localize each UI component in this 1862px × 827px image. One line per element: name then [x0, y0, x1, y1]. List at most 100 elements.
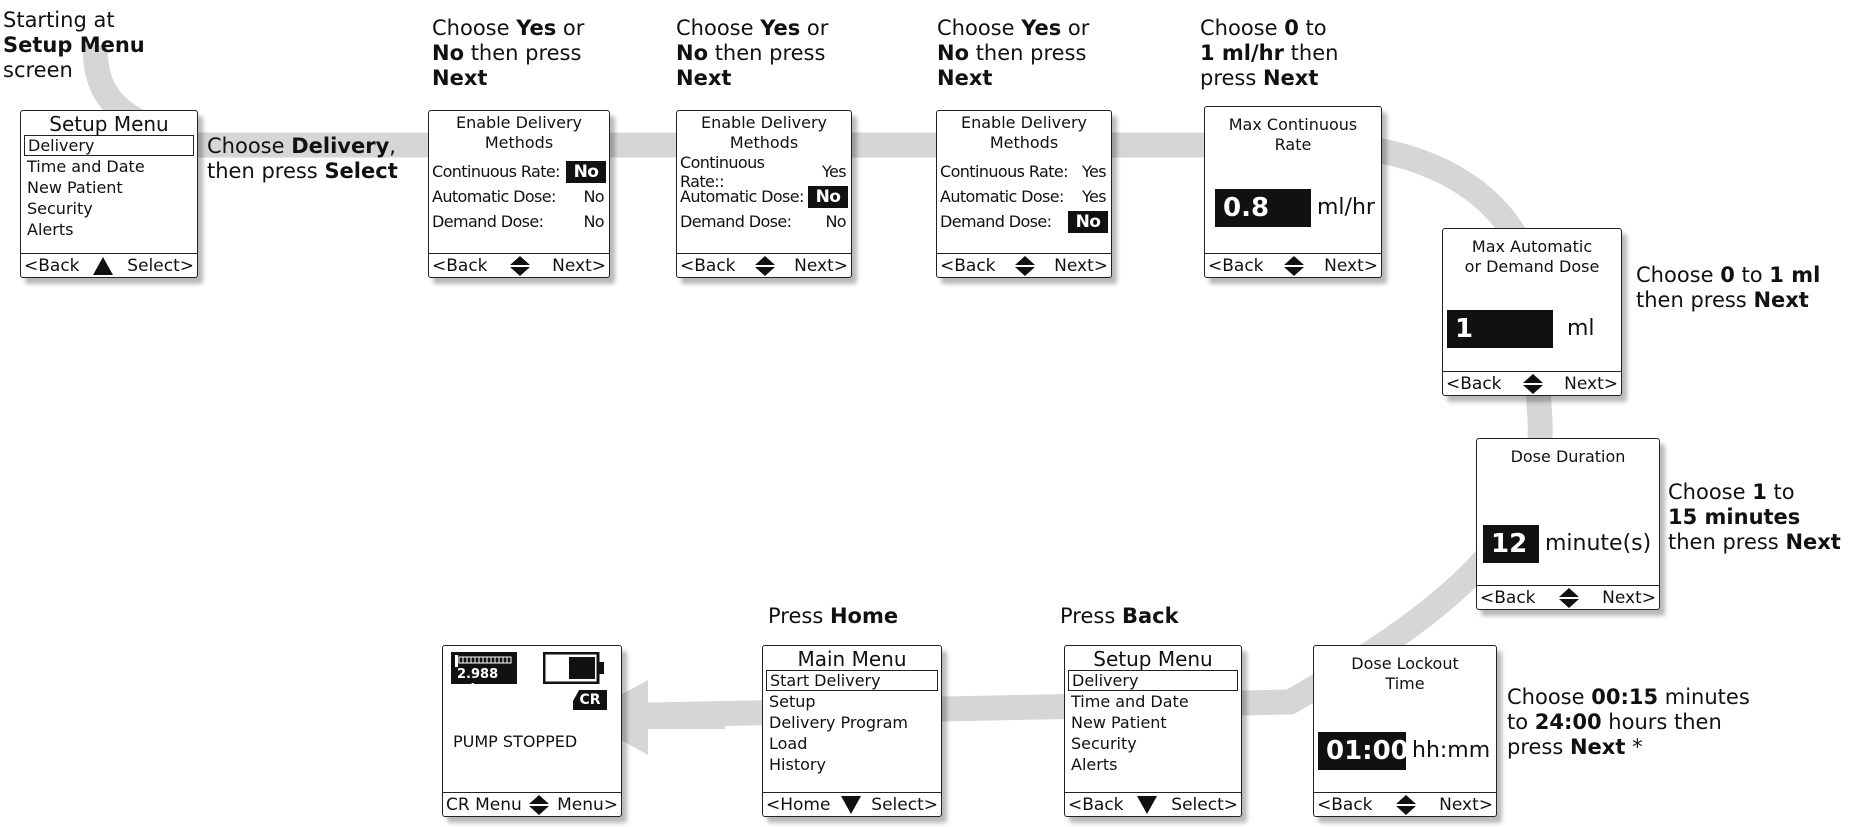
menu-item-alerts[interactable]: Alerts: [27, 220, 74, 239]
demand-dose-row[interactable]: Demand Dose:No: [940, 209, 1108, 234]
reservoir-scale-icon: [455, 655, 512, 667]
home-softkey[interactable]: <Home: [766, 794, 831, 815]
continuous-rate-row[interactable]: Continuous Rate::Yes: [680, 152, 847, 191]
next-softkey[interactable]: Next>: [1564, 373, 1618, 394]
next-softkey[interactable]: Next>: [1054, 255, 1108, 276]
caption-choose-delivery: Choose Delivery, then press Select: [207, 134, 398, 183]
select-softkey[interactable]: Select>: [871, 794, 938, 815]
reservoir-gauge: 2.988 ml: [451, 652, 517, 697]
caption-lockout: Choose 00:15 minutes to 24:00 hours then…: [1507, 685, 1750, 759]
pump-status-screen: 2.988 ml CR PUMP STOPPED CR Menu Menu>: [442, 645, 622, 817]
dose-unit: ml: [1567, 316, 1595, 341]
caption-press-home: Press Home: [768, 604, 899, 628]
menu-item-history[interactable]: History: [769, 755, 826, 774]
automatic-dose-row[interactable]: Automatic Dose:No: [432, 187, 605, 206]
automatic-dose-row[interactable]: Automatic Dose:Yes: [940, 187, 1107, 206]
menu-item-new-patient[interactable]: New Patient: [27, 178, 123, 197]
select-softkey[interactable]: Select>: [1171, 794, 1238, 815]
duration-value[interactable]: 12: [1483, 525, 1539, 563]
menu-item-new-patient[interactable]: New Patient: [1071, 713, 1167, 732]
continuous-rate-row[interactable]: Continuous Rate:Yes: [940, 162, 1107, 181]
menu-item-start-delivery[interactable]: Start Delivery: [766, 670, 938, 691]
screen-title: Setup Menu: [1093, 647, 1213, 671]
menu-item-delivery-program[interactable]: Delivery Program: [769, 713, 909, 732]
menu-softkey[interactable]: Menu>: [557, 794, 618, 815]
lockout-unit: hh:mm: [1412, 738, 1491, 763]
next-softkey[interactable]: Next>: [794, 255, 848, 276]
main-menu-screen: Main Menu Start Delivery Setup Delivery …: [762, 645, 942, 817]
back-softkey[interactable]: <Back: [1480, 587, 1536, 608]
dose-value[interactable]: 1: [1447, 310, 1553, 348]
caption-yes-no-1: Choose Yes or No then press Next: [432, 16, 585, 90]
caption-yes-no-2: Choose Yes or No then press Next: [676, 16, 829, 90]
battery-icon: [543, 652, 604, 684]
up-down-arrow-icon: [509, 255, 530, 276]
next-softkey[interactable]: Next>: [552, 255, 606, 276]
next-softkey[interactable]: Next>: [1439, 794, 1493, 815]
menu-item-security[interactable]: Security: [27, 199, 93, 218]
demand-dose-row[interactable]: Demand Dose:No: [680, 212, 847, 231]
back-softkey[interactable]: <Back: [1068, 794, 1124, 815]
menu-item-security[interactable]: Security: [1071, 734, 1137, 753]
duration-unit: minute(s): [1545, 531, 1652, 556]
setup-menu-screen: Setup Menu Delivery Time and Date New Pa…: [20, 110, 198, 278]
screen-title: Dose Duration: [1510, 447, 1626, 466]
up-down-arrow-icon: [529, 794, 550, 815]
volume-text: 2.988 ml: [457, 667, 499, 697]
up-arrow-icon: [93, 256, 114, 275]
down-arrow-icon: [840, 795, 861, 814]
up-down-arrow-icon: [754, 255, 775, 276]
screen-title: Main Menu: [797, 647, 907, 671]
setup-menu-screen-2: Setup Menu Delivery Time and Date New Pa…: [1064, 645, 1242, 817]
caption-yes-no-3: Choose Yes or No then press Next: [937, 16, 1090, 90]
lockout-value[interactable]: 01:00: [1318, 732, 1409, 770]
back-softkey[interactable]: <Back: [1208, 255, 1264, 276]
rate-unit: ml/hr: [1317, 195, 1375, 220]
demand-dose-row[interactable]: Demand Dose:No: [432, 212, 605, 231]
caption-max-dose: Choose 0 to 1 ml then press Next: [1636, 263, 1821, 312]
back-softkey[interactable]: <Back: [24, 255, 80, 276]
cr-menu-softkey[interactable]: CR Menu: [446, 794, 522, 815]
menu-item-delivery[interactable]: Delivery: [24, 135, 194, 156]
menu-item-load[interactable]: Load: [769, 734, 808, 753]
pump-status-text: PUMP STOPPED: [453, 732, 578, 751]
up-down-arrow-icon: [1283, 255, 1304, 276]
next-softkey[interactable]: Next>: [1324, 255, 1378, 276]
up-down-arrow-icon: [1558, 587, 1579, 608]
up-down-arrow-icon: [1014, 255, 1035, 276]
automatic-dose-row[interactable]: Automatic Dose:No: [680, 184, 848, 209]
cr-badge: CR: [573, 690, 607, 710]
menu-item-time-date[interactable]: Time and Date: [1071, 692, 1189, 711]
menu-item-time-date[interactable]: Time and Date: [27, 157, 145, 176]
track-main: [170, 132, 1553, 729]
next-softkey[interactable]: Next>: [1602, 587, 1656, 608]
back-softkey[interactable]: <Back: [1317, 794, 1373, 815]
down-arrow-icon: [1137, 795, 1158, 814]
screen-title: Setup Menu: [49, 112, 169, 136]
back-softkey[interactable]: <Back: [940, 255, 996, 276]
back-softkey[interactable]: <Back: [432, 255, 488, 276]
up-down-arrow-icon: [1522, 373, 1543, 394]
menu-item-setup[interactable]: Setup: [769, 692, 816, 711]
select-softkey[interactable]: Select>: [127, 255, 194, 276]
caption-duration: Choose 1 to 15 minutes then press Next: [1668, 480, 1841, 554]
rate-value[interactable]: 0.8: [1215, 189, 1311, 227]
back-softkey[interactable]: <Back: [1446, 373, 1502, 394]
up-down-arrow-icon: [1395, 794, 1416, 815]
menu-item-delivery[interactable]: Delivery: [1068, 670, 1238, 691]
dose-duration-screen: Dose Duration 12 minute(s) <Back Next>: [1476, 438, 1660, 610]
caption-max-rate: Choose 0 to 1 ml/hr then press Next: [1200, 16, 1339, 90]
back-softkey[interactable]: <Back: [680, 255, 736, 276]
menu-item-alerts[interactable]: Alerts: [1071, 755, 1118, 774]
continuous-rate-row[interactable]: Continuous Rate:No: [432, 159, 606, 184]
